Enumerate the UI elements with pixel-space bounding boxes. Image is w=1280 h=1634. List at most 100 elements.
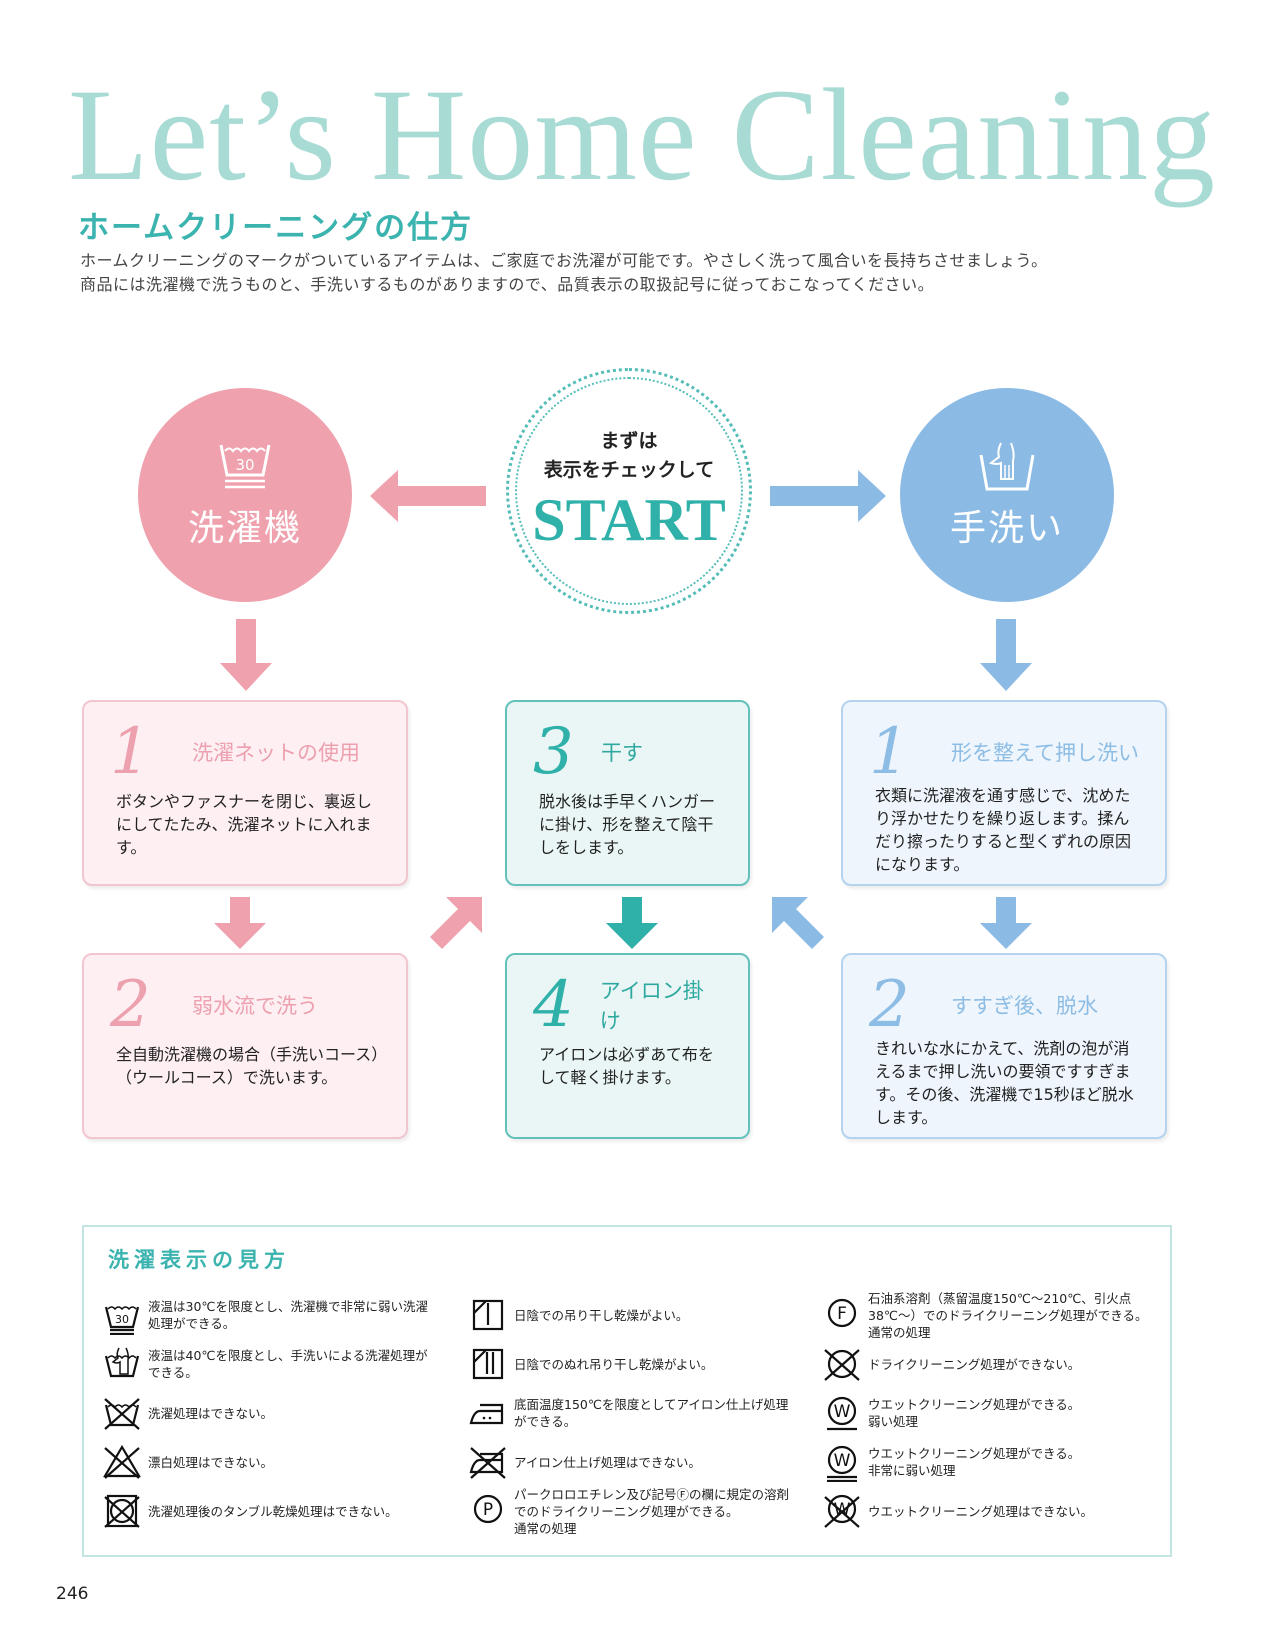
svg-text:W: W [834, 1451, 851, 1471]
step-card-hand-2: 2 すすぎ後、脱水 きれいな水にかえて、洗剤の泡が消えるまで押し洗いの要領ですすぎ… [841, 953, 1167, 1139]
step-text: 全自動洗濯機の場合（手洗いコース）（ウールコース）で洗います。 [116, 1045, 380, 1087]
wash-30-very-gentle-icon: 30 [104, 1306, 140, 1335]
arrow-down-blue-2-icon [980, 897, 1032, 949]
intro-line-1: ホームクリーニングのマークがついているアイテムは、ご家庭でお洗濯が可能です。やさ… [80, 251, 1048, 270]
step-text: きれいな水にかえて、洗剤の泡が消えるまで押し洗いの要領ですすぎます。その後、洗濯… [875, 1039, 1134, 1127]
arrow-right-icon [770, 470, 886, 522]
legend-item-text: 洗濯処理はできない。 [148, 1405, 274, 1421]
step-title: 洗濯ネットの使用 [192, 741, 360, 765]
no-iron-icon [469, 1447, 506, 1479]
hand-wash-icon [104, 1347, 140, 1378]
iron-150-icon [469, 1403, 504, 1425]
step-card-machine-2: 2 弱水流で洗う 全自動洗濯機の場合（手洗いコース）（ウールコース）で洗います。 [82, 953, 408, 1139]
step-text: アイロンは必ずあて布をして軽く掛けます。 [539, 1045, 714, 1087]
legend-item: 30 液温は30℃を限度とし、洗濯機で非常に弱い洗濯 処理ができる。 [102, 1295, 428, 1335]
step-title: すすぎ後、脱水 [951, 994, 1098, 1018]
washing-machine-label: 洗濯機 [187, 508, 302, 549]
legend-item-text: 石油系溶剤（蒸留温度150℃～210℃、引火点 38℃～）でのドライクリーニング… [868, 1290, 1148, 1340]
step-text: 衣類に洗濯液を通す感じで、沈めたり浮かせたりを繰り返します。揉んだり擦ったりする… [875, 786, 1132, 874]
legend-item: ドライクリーニング処理ができない。 [822, 1344, 1080, 1384]
drip-dry-shade-icon [472, 1348, 504, 1380]
step-number: 3 [533, 715, 574, 789]
hand-wash-circle: 手洗い [900, 388, 1114, 602]
step-card-iron-4: 4 アイロン掛け アイロンは必ずあて布をして軽く掛けます。 [505, 953, 750, 1139]
step-number: 4 [533, 968, 574, 1042]
svg-text:W: W [834, 1402, 851, 1422]
no-tumble-dry-icon [104, 1494, 140, 1528]
legend-item-text: ウエットクリーニング処理ができる。 非常に弱い処理 [868, 1446, 1081, 1478]
arrow-down-pink-2-icon [214, 897, 266, 949]
legend-item-text: 日陰でのぬれ吊り干し乾燥がよい。 [514, 1356, 714, 1372]
legend-item: 漂白処理はできない。 [102, 1442, 273, 1482]
arrow-down-pink-icon [220, 619, 272, 691]
wet-clean-gentle-icon: W [827, 1396, 857, 1431]
legend-item: W ウエットクリーニング処理ができる。 弱い処理 [822, 1393, 1080, 1433]
legend-title: 洗濯表示の見方 [108, 1248, 290, 1272]
hand-wash-label: 手洗い [949, 508, 1064, 549]
no-wet-clean-icon: W [824, 1494, 860, 1528]
legend-item-text: 液温は40℃を限度とし、手洗いによる洗濯処理が できる。 [148, 1348, 428, 1380]
machine-wash-icon: 30 [219, 444, 271, 489]
machine-wash-temp: 30 [235, 456, 254, 474]
legend-item: P パークロロエチレン及び記号Ⓕの欄に規定の溶剤 でのドライクリーニング処理ができ… [468, 1487, 789, 1536]
legend-item-text: ウエットクリーニング処理ができる。 弱い処理 [868, 1397, 1081, 1429]
legend-item-text: 底面温度150℃を限度としてアイロン仕上げ処理 ができる。 [514, 1397, 789, 1429]
arrow-diagonal-blue-icon [772, 897, 824, 949]
line-dry-shade-icon [472, 1299, 504, 1331]
step-card-hand-1: 1 形を整えて押し洗い 衣類に洗濯液を通す感じで、沈めたり浮かせたりを繰り返します… [841, 700, 1167, 886]
dry-clean-p-icon: P [473, 1494, 503, 1524]
legend-item: 洗濯処理はできない。 [102, 1393, 273, 1433]
arrow-down-teal-icon [606, 897, 658, 949]
step-number: 2 [869, 968, 910, 1042]
legend-item: 洗濯処理後のタンブル乾燥処理はできない。 [102, 1491, 398, 1531]
legend-item-text: パークロロエチレン及び記号Ⓕの欄に規定の溶剤 でのドライクリーニング処理ができる… [514, 1486, 790, 1536]
legend-item: アイロン仕上げ処理はできない。 [468, 1442, 701, 1482]
step-number: 1 [869, 715, 910, 789]
legend-item: F 石油系溶剤（蒸留温度150℃～210℃、引火点 38℃～）でのドライクリーニン… [822, 1291, 1147, 1340]
step-number: 2 [110, 968, 151, 1042]
legend-item-text: 漂白処理はできない。 [148, 1454, 274, 1470]
no-wash-icon [104, 1398, 140, 1430]
step-title: アイロン掛け [599, 979, 704, 1033]
legend-item: W ウエットクリーニング処理ができる。 非常に弱い処理 [822, 1442, 1080, 1482]
step-card-dry-3: 3 干す 脱水後は手早くハンガーに掛け、形を整えて陰干しをします。 [505, 700, 750, 886]
step-text: 脱水後は手早くハンガーに掛け、形を整えて陰干しをします。 [539, 792, 716, 857]
step-text: ボタンやファスナーを閉じ、裏返しにしてたたみ、洗濯ネットに入れます。 [116, 792, 373, 857]
legend-item: 底面温度150℃を限度としてアイロン仕上げ処理 ができる。 [468, 1393, 788, 1433]
legend-item: 液温は40℃を限度とし、手洗いによる洗濯処理が できる。 [102, 1344, 428, 1384]
dry-clean-f-icon: F [827, 1298, 857, 1328]
hand-wash-icon [979, 442, 1035, 491]
step-title: 形を整えて押し洗い [951, 741, 1139, 765]
svg-text:F: F [837, 1304, 847, 1324]
legend-item: W ウエットクリーニング処理はできない。 [822, 1491, 1093, 1531]
washing-machine-circle: 30 洗濯機 [138, 388, 352, 602]
step-number: 1 [110, 715, 151, 789]
start-line-1: まずは [600, 430, 658, 452]
arrow-diagonal-pink-icon [430, 897, 482, 949]
legend-item-text: ウエットクリーニング処理はできない。 [868, 1503, 1094, 1519]
start-label: START [532, 487, 726, 553]
legend-item-text: 液温は30℃を限度とし、洗濯機で非常に弱い洗濯 処理ができる。 [148, 1299, 428, 1331]
start-line-2: 表示をチェックして [543, 458, 715, 481]
legend-item-text: アイロン仕上げ処理はできない。 [514, 1454, 701, 1470]
legend-item: 日陰でのぬれ吊り干し乾燥がよい。 [468, 1344, 713, 1384]
legend-item-text: ドライクリーニング処理ができない。 [868, 1356, 1081, 1372]
main-title: Let’s Home Cleaning [68, 61, 1217, 208]
step-title: 弱水流で洗う [192, 994, 318, 1018]
arrow-down-blue-icon [980, 619, 1032, 691]
no-bleach-icon [103, 1444, 141, 1479]
no-dry-clean-icon [824, 1349, 860, 1381]
arrow-left-icon [370, 470, 486, 522]
intro-line-2: 商品には洗濯機で洗うものと、手洗いするものがありますので、品質表示の取扱記号に従… [80, 275, 935, 294]
step-title: 干す [601, 741, 643, 765]
section-subtitle: ホームクリーニングの仕方 [78, 210, 474, 246]
wet-clean-very-gentle-icon: W [827, 1445, 857, 1482]
legend-item-text: 日陰での吊り干し乾燥がよい。 [514, 1307, 689, 1323]
start-circle: まずは 表示をチェックして START [506, 368, 752, 614]
step-card-machine-1: 1 洗濯ネットの使用 ボタンやファスナーを閉じ、裏返しにしてたたみ、洗濯ネットに入… [82, 700, 408, 886]
svg-text:30: 30 [115, 1313, 129, 1326]
legend-item-text: 洗濯処理後のタンブル乾燥処理はできない。 [148, 1503, 398, 1519]
care-label-legend [82, 1225, 1172, 1557]
legend-item: 日陰での吊り干し乾燥がよい。 [468, 1295, 688, 1335]
svg-text:P: P [483, 1500, 493, 1520]
